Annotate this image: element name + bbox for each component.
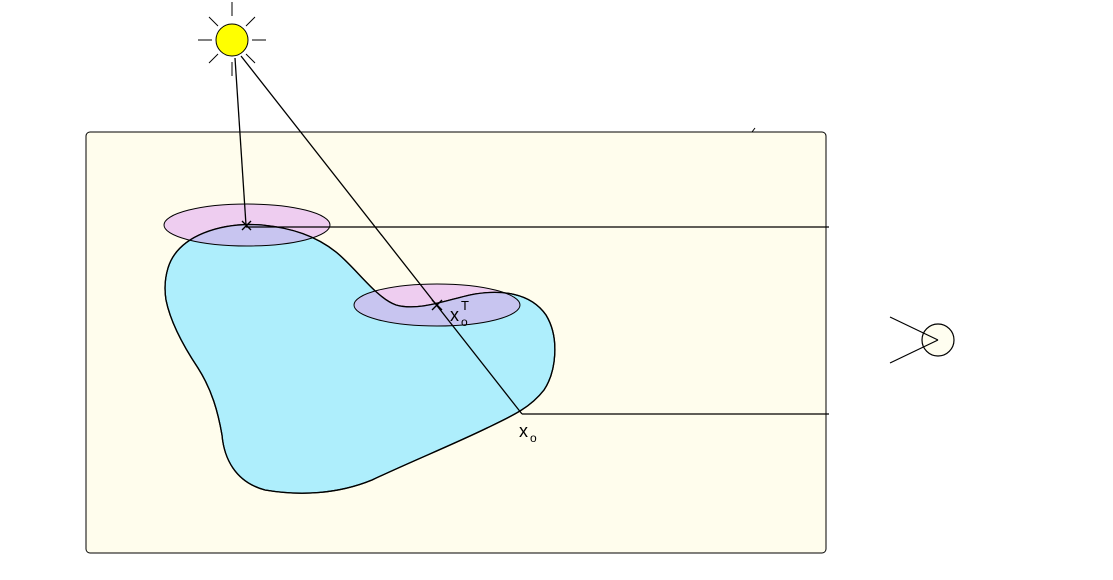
transmitted-label-sub: o xyxy=(461,315,468,329)
transmitted-label-base: x xyxy=(450,305,459,325)
object-outline xyxy=(164,223,556,494)
incident-ray-transmitted xyxy=(240,55,523,415)
exit-point-label: x o xyxy=(519,421,537,445)
transmitted-label-sup: T xyxy=(461,298,469,313)
exit-label-base: x xyxy=(519,421,528,441)
exit-label-sub: o xyxy=(530,431,537,445)
eye-icon xyxy=(889,316,955,364)
incident-ray-entry xyxy=(234,57,247,226)
transmitted-point-marker xyxy=(431,299,443,311)
entry-point-marker xyxy=(241,220,252,231)
transmitted-point-label: x o T xyxy=(450,298,469,329)
sun-icon xyxy=(198,2,266,76)
panel-tick xyxy=(751,127,756,133)
